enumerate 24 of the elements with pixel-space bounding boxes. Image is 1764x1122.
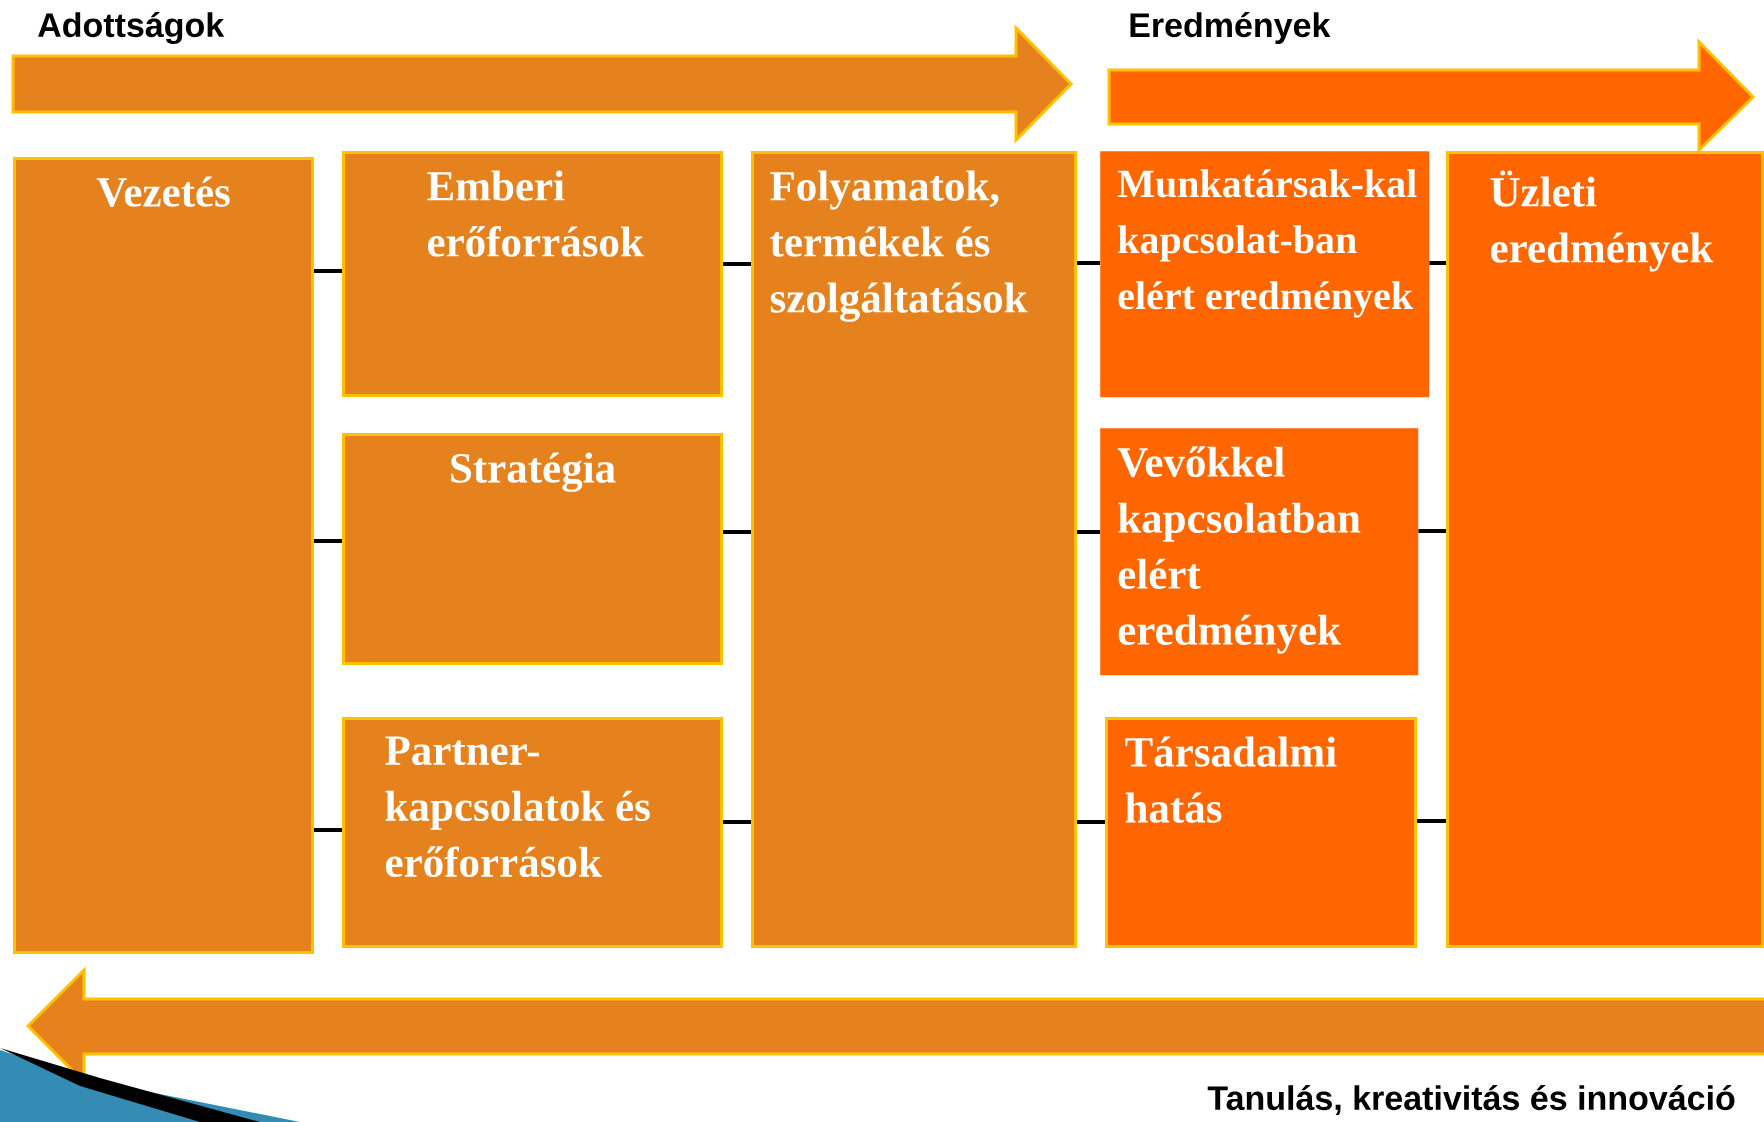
connector-line — [1429, 261, 1446, 265]
connector-line — [1077, 530, 1100, 534]
box: Partner-kapcsolatok és erőforrások — [342, 717, 723, 948]
connector-line — [314, 828, 342, 832]
connector-line — [1077, 820, 1105, 824]
box: Emberi erőforrások — [342, 151, 723, 397]
box: Folyamatok, termékek és szolgáltatások — [751, 151, 1077, 948]
box: Vezetés — [13, 157, 314, 954]
connector-line — [1077, 261, 1100, 265]
box: Vevőkkel kapcsolatban elért eredmények — [1100, 428, 1419, 676]
connector-line — [314, 269, 342, 273]
connector-line — [723, 530, 751, 534]
box: Munkatársak-kal kapcsolat-ban elért eredmények — [1100, 151, 1430, 398]
connector-line — [723, 262, 751, 266]
connector-line — [1418, 529, 1446, 533]
box: Üzleti eredmények — [1446, 151, 1764, 948]
box: Stratégia — [342, 433, 723, 665]
connector-line — [723, 820, 751, 824]
band-label: Adottságok — [38, 11, 225, 45]
connector-line — [314, 539, 342, 543]
connector-line — [1417, 819, 1446, 823]
band-label: Tanulás, kreativitás és innováció — [1207, 1084, 1735, 1116]
box: Társadalmi hatás — [1105, 717, 1417, 948]
band-label: Eredmények — [1130, 12, 1331, 44]
